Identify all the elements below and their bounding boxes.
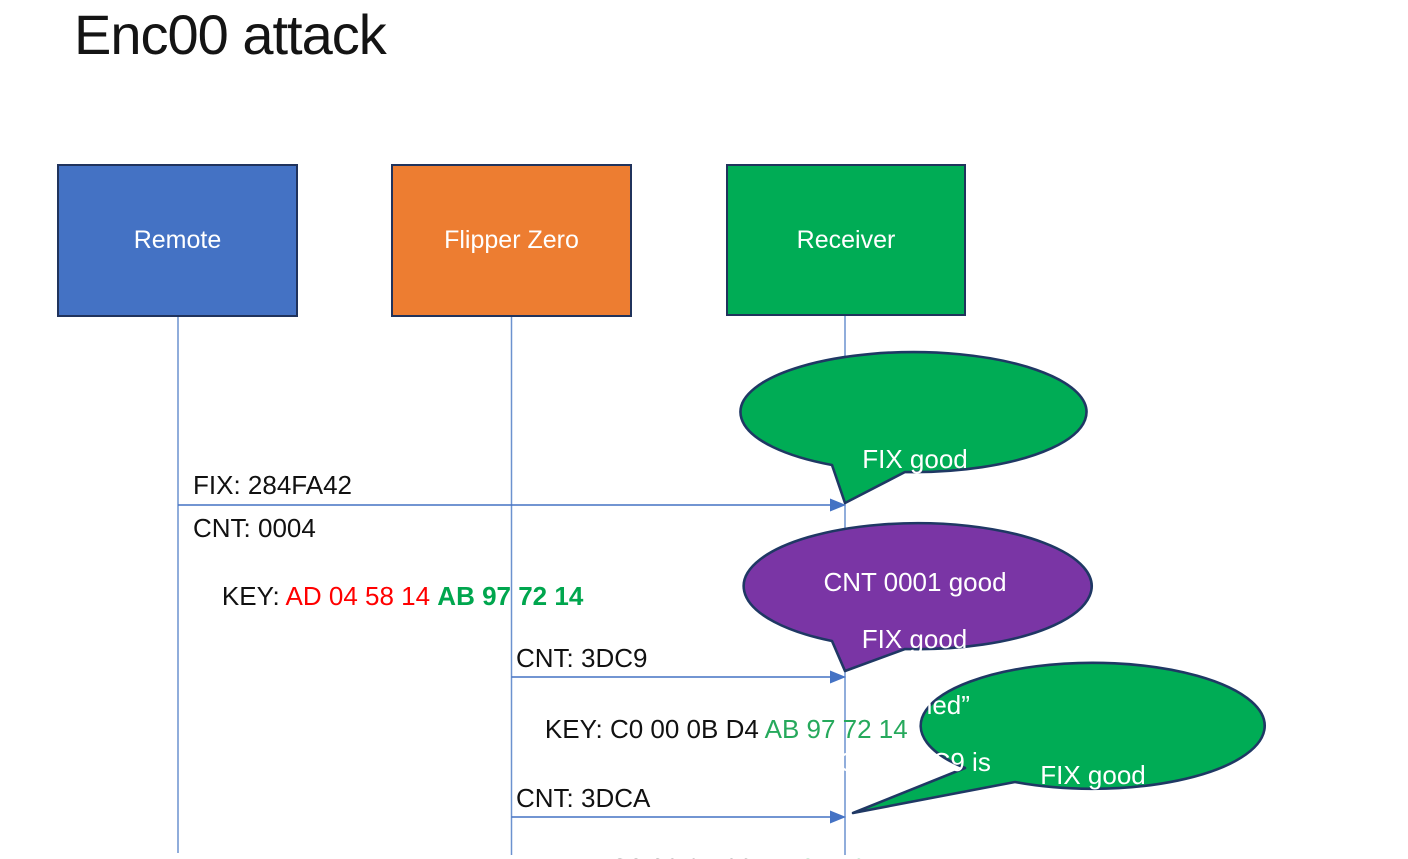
callout-3-text: FIX good CNT is 3DCA “Opened” bbox=[921, 675, 1265, 859]
msg3-key-black-bytes: KEY: C0 02 8A 33 bbox=[545, 853, 759, 859]
msg1-fix-label: FIX: 284FA42 bbox=[193, 470, 352, 500]
message-arrow-2 bbox=[511, 670, 846, 684]
msg2-cnt-label: CNT: 3DC9 bbox=[516, 643, 648, 673]
message-arrow-2-head bbox=[830, 670, 846, 684]
callout-1-line-2: CNT 0001 good bbox=[823, 567, 1007, 597]
callout-1-text: FIX good CNT 0001 good “Opened” bbox=[742, 357, 1088, 808]
page-title: Enc00 attack bbox=[74, 3, 387, 66]
actor-label-flipper-zero: Flipper Zero bbox=[444, 226, 579, 254]
actor-box-remote: Remote bbox=[57, 164, 298, 317]
msg1-key-red-bytes: AD 04 58 14 bbox=[285, 581, 438, 611]
msg2-key-black-bytes: KEY: C0 00 0B D4 bbox=[544, 714, 765, 744]
msg1-key-label: KEY: AD 04 58 14 AB 97 72 14 bbox=[193, 551, 583, 641]
callout-2-text: FIX good CNT 3DC9 is future code bbox=[741, 537, 1088, 859]
msg1-cnt-label: CNT: 0004 bbox=[193, 513, 316, 543]
callout-3-line-1: FIX good bbox=[1040, 760, 1146, 790]
msg1-key-prefix: KEY: bbox=[221, 581, 286, 611]
msg3-key-label: KEY: C0 02 8A 33 AB 97 72 14 bbox=[516, 823, 902, 859]
callout-2-line-2: CNT 3DC9 is bbox=[838, 747, 991, 777]
msg3-key-green-bytes: AB 97 72 14 bbox=[759, 853, 902, 859]
actor-label-remote: Remote bbox=[133, 226, 222, 254]
msg3-cnt-label: CNT: 3DCA bbox=[516, 783, 651, 813]
msg2-key-green-bytes: AB 97 72 14 bbox=[764, 714, 908, 744]
message-arrow-3-head bbox=[830, 810, 846, 824]
message-arrow-1 bbox=[178, 498, 846, 512]
callout-bubble-1 bbox=[739, 350, 1088, 505]
actor-box-receiver: Receiver bbox=[726, 164, 966, 316]
message-arrow-3 bbox=[511, 810, 846, 824]
callout-2-line-1: FIX good bbox=[861, 624, 968, 654]
callout-bubble-3 bbox=[851, 661, 1266, 815]
callout-bubble-2 bbox=[742, 521, 1093, 673]
callout-1-line-1: FIX good bbox=[862, 444, 968, 474]
callout-1-line-3: “Opened” bbox=[860, 690, 970, 720]
actor-box-flipper-zero: Flipper Zero bbox=[391, 164, 632, 317]
msg1-key-green-bytes: AB 97 72 14 bbox=[437, 581, 584, 611]
actor-label-receiver: Receiver bbox=[796, 225, 896, 254]
msg2-key-label: KEY: C0 00 0B D4 AB 97 72 14 bbox=[516, 684, 908, 774]
message-arrow-1-head bbox=[830, 498, 846, 512]
